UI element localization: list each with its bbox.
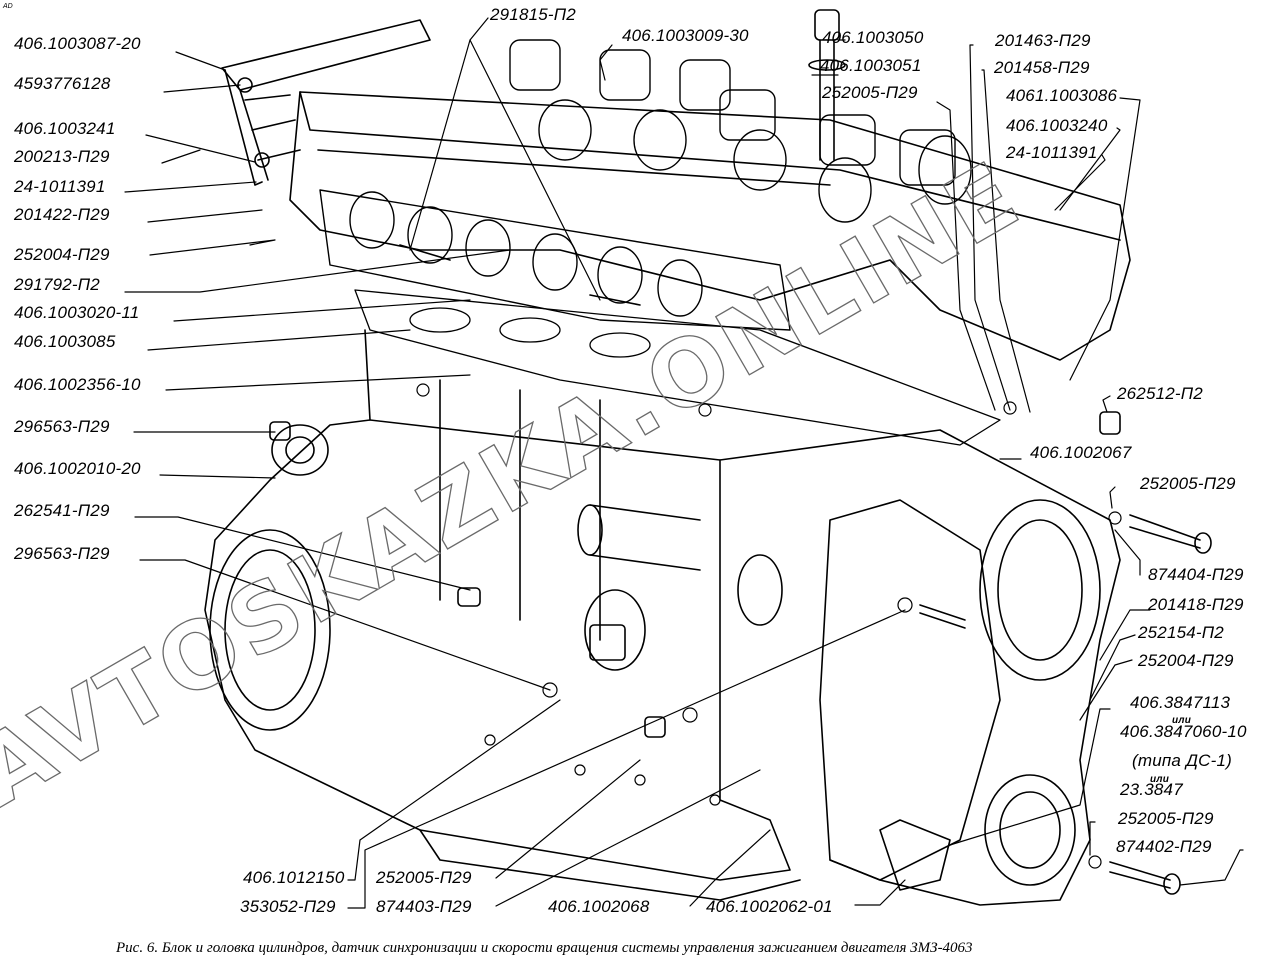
corner-mark: AD	[3, 3, 13, 10]
part-label: 201418-П29	[1148, 595, 1244, 614]
part-label: 252005-П29	[822, 83, 918, 102]
part-label: 4061.1003086	[1006, 86, 1118, 105]
part-label: 406.1002062-01	[706, 897, 833, 916]
part-label: 24-1011391	[1006, 143, 1098, 162]
part-label: 353052-П29	[240, 897, 336, 916]
part-label: 291815-П2	[490, 5, 576, 24]
part-label: 406.1003020-11	[14, 303, 140, 322]
part-label: 252004-П29	[14, 245, 110, 264]
part-label: 296563-П29	[14, 417, 110, 436]
part-label: 406.3847113	[1130, 693, 1231, 712]
part-label: 201463-П29	[995, 31, 1091, 50]
manifold-flange	[319, 189, 791, 331]
part-label: 201422-П29	[14, 205, 110, 224]
part-label: 406.1003240	[1006, 116, 1108, 135]
part-label: 406.1003009-30	[622, 26, 749, 45]
head-gasket	[354, 289, 1001, 446]
part-label: 252005-П29	[1118, 809, 1214, 828]
part-label: 406.1002068	[548, 897, 650, 916]
part-label: 252154-П2	[1138, 623, 1224, 642]
figure-caption: Рис. 6. Блок и головка цилиндров, датчик…	[116, 940, 973, 956]
part-label: 406.1002067	[1030, 443, 1132, 462]
part-label: 406.3847060-10	[1120, 722, 1247, 741]
part-label: 252005-П29	[376, 868, 472, 887]
part-label: (типа ДС-1)	[1132, 751, 1233, 770]
part-label: 262541-П29	[14, 501, 110, 520]
part-label: 406.1003051	[820, 56, 922, 75]
part-label-or: или	[1172, 715, 1192, 726]
leader-lines	[124, 17, 1244, 909]
part-label: 252004-П29	[1138, 651, 1234, 670]
part-label: 201458-П29	[994, 58, 1090, 77]
part-label: 4593776128	[14, 74, 111, 93]
part-label: 406.1003085	[14, 332, 116, 351]
part-label: 406.1003050	[822, 28, 924, 47]
part-label: 406.1003087-20	[14, 34, 141, 53]
valve-cover	[221, 19, 431, 186]
part-label: 23.3847	[1120, 780, 1183, 799]
part-label: 296563-П29	[14, 544, 110, 563]
part-label: 406.1002356-10	[14, 375, 141, 394]
part-label: 874402-П29	[1116, 837, 1212, 856]
part-label: 252005-П29	[1140, 474, 1236, 493]
part-label: 262512-П2	[1117, 384, 1203, 403]
part-label: 24-1011391	[14, 177, 106, 196]
engine-block	[204, 329, 1212, 906]
part-label: 874404-П29	[1148, 565, 1244, 584]
part-label: 406.1012150	[243, 868, 345, 887]
part-label: 406.1002010-20	[14, 459, 141, 478]
part-label: 406.1003241	[14, 119, 116, 138]
part-label: 291792-П2	[14, 275, 100, 294]
cylinder-head	[289, 9, 1131, 361]
part-label: 874403-П29	[376, 897, 472, 916]
part-label: 200213-П29	[14, 147, 110, 166]
part-label-or: или	[1150, 774, 1170, 785]
